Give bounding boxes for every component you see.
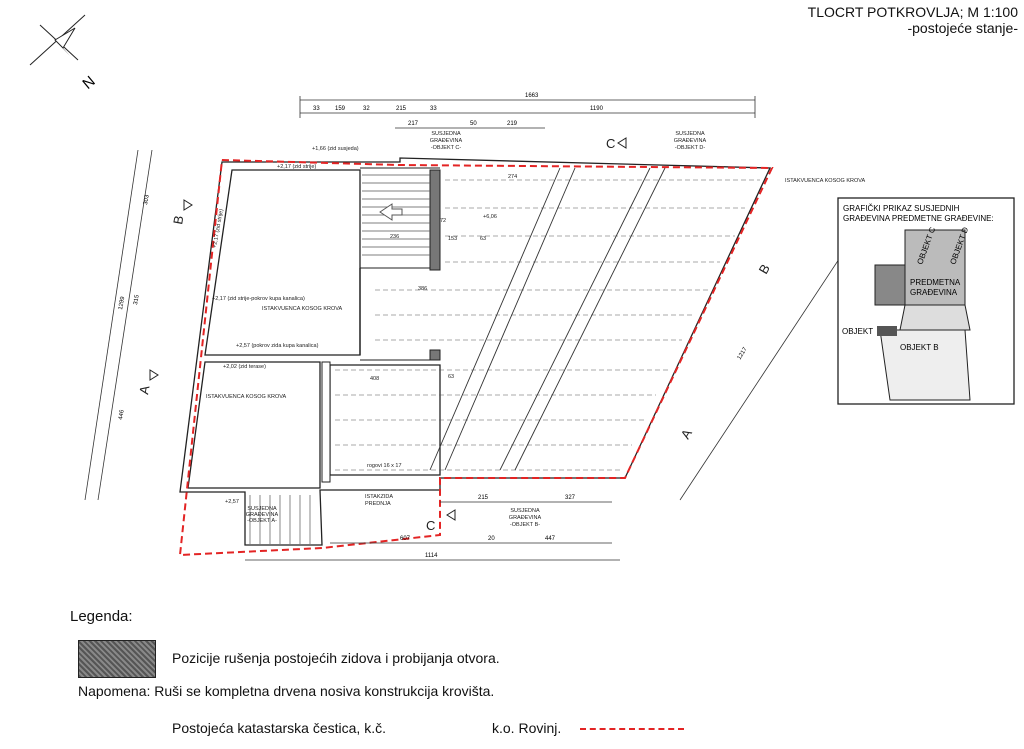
- neighbor-c-l3: -OBJEKT C-: [431, 145, 462, 151]
- level-4: +2,17 (zid strije-pokrov kupa kanalica): [212, 296, 305, 302]
- detail-inset: GRAFIČKI PRIKAZ SUSJEDNIH GRAĐEVINA PRED…: [837, 197, 1015, 405]
- dim-left-total: 1299: [118, 296, 126, 311]
- neighbor-a-l1: SUSJEDNA: [247, 506, 277, 512]
- staircase: [249, 174, 430, 544]
- detail-predmetna-1: PREDMETNA: [910, 278, 961, 287]
- detail-title-1: GRAFIČKI PRIKAZ SUSJEDNIH: [843, 204, 960, 213]
- dim-bottom-upper-1: 215: [478, 495, 489, 501]
- dim-top-right: 1190: [590, 106, 604, 112]
- level-1: +1,66 (zid susjeda): [312, 146, 359, 152]
- dim-bottom-total: 1114: [425, 553, 438, 559]
- section-b-left: B: [170, 214, 186, 225]
- dim-left-seg-3: 446: [118, 409, 126, 421]
- section-c-top: C: [606, 136, 615, 151]
- detail-objekt-b: OBJEKT B: [900, 343, 939, 352]
- level-7: +6,06: [483, 214, 497, 220]
- dim-top-seg-5: 33: [430, 106, 437, 112]
- dim-bottom-seg-2: 20: [488, 536, 495, 542]
- drawing-title: TLOCRT POTKROVLJA; M 1:100 -postojeće st…: [808, 4, 1018, 36]
- interior-walls: [321, 167, 441, 483]
- label-wall-proj-2: PREDNJA: [365, 501, 391, 507]
- label-roof-mid: ISTAKVUENCA KOSOG KROVA: [262, 306, 343, 312]
- label-roof-right: ISTAKVUENCA KOSOG KROVA: [785, 178, 866, 184]
- dim-left-seg-1: 303: [143, 194, 151, 206]
- neighbor-b-l1: SUSJEDNA: [510, 508, 540, 514]
- left-dimension-lines: [84, 149, 153, 501]
- right-dimension-line: [679, 249, 846, 501]
- label-wall-proj-1: ISTAKZIDA: [365, 494, 393, 500]
- section-b-right: B: [756, 261, 773, 276]
- dim-top-total: 1663: [525, 93, 539, 99]
- dim-inner-7: 408: [370, 376, 379, 382]
- neighbor-b-l3: -OBJEKT B-: [510, 522, 540, 528]
- dim-top-sub-2: 50: [470, 121, 477, 127]
- north-arrow-icon: N: [29, 14, 99, 93]
- title-line-1: TLOCRT POTKROVLJA; M 1:100: [807, 4, 1018, 20]
- dim-inner-8: 63: [448, 374, 454, 380]
- dim-top-sub-1: 217: [408, 121, 419, 127]
- bottom-dimension-lines: [245, 501, 620, 561]
- neighbor-d-l3: -OBJEKT D-: [675, 145, 706, 151]
- dim-top-seg-1: 33: [313, 106, 320, 112]
- dim-inner-3: 153: [448, 236, 457, 242]
- roof-rafters: [335, 179, 760, 471]
- level-5: +2,57 (pokrov zida kupa kanalica): [236, 343, 319, 349]
- dim-right-diag: 1217: [737, 346, 750, 361]
- dim-inner-1: 274: [508, 174, 517, 180]
- dim-bottom-upper-2: 327: [565, 495, 576, 501]
- top-dimension-lines: [299, 96, 756, 129]
- legend-ko: k.o. Rovinj.: [492, 720, 562, 736]
- dim-inner-6: 386: [418, 286, 427, 292]
- detail-title-2: GRAĐEVINA PREDMETNE GRAĐEVINE:: [843, 214, 994, 223]
- detail-predmetna-2: GRAĐEVINA: [910, 288, 958, 297]
- section-a-left: A: [136, 384, 152, 395]
- neighbor-d-l2: GRAĐEVINA: [674, 138, 707, 144]
- legend-title: Legenda:: [70, 608, 133, 625]
- level-8: +2,57: [225, 499, 239, 505]
- legend-note: Napomena: Ruši se kompletna drvena nosiv…: [78, 683, 495, 699]
- stair-arrow-icon: [379, 203, 403, 221]
- section-markers: A A B B C C: [136, 136, 773, 533]
- north-label: N: [79, 73, 98, 93]
- legend-cadastral: Postojeća katastarska čestica, k.č.: [172, 720, 386, 736]
- dim-top-sub-3: 219: [507, 121, 518, 127]
- cadastral-boundary: [178, 159, 774, 557]
- floor-plan: N 1663 33 159 32 215 33 1190 217 50 219 …: [29, 14, 1015, 561]
- roof-diagonals: [429, 167, 666, 471]
- neighbor-a-l2: GRAĐEVINA: [246, 512, 279, 518]
- building-walls: [179, 157, 772, 546]
- demolition-hatch-swatch: [78, 640, 156, 678]
- title-line-2: -postojeće stanje-: [907, 20, 1018, 36]
- label-rafter: rogovi 16 x 17: [367, 463, 402, 469]
- section-triangles: [149, 137, 627, 521]
- dim-inner-5: 72: [440, 218, 446, 224]
- dim-top-seg-3: 32: [363, 106, 370, 112]
- legend-item-demolition: Pozicije rušenja postojećih zidova i pro…: [172, 650, 500, 666]
- dim-left-seg-2: 315: [133, 294, 141, 306]
- dim-bottom-seg-3: 447: [545, 536, 556, 542]
- detail-objekt: OBJEKT: [842, 327, 873, 336]
- dim-top-seg-2: 159: [335, 106, 346, 112]
- dim-inner-4: 63: [480, 236, 486, 242]
- label-roof-left: ISTAKVUENCA KOSOG KROVA: [206, 394, 287, 400]
- level-6: +2,02 (zid terase): [223, 364, 266, 370]
- dim-top-seg-4: 215: [396, 106, 407, 112]
- neighbor-c-l2: GRAĐEVINA: [430, 138, 463, 144]
- level-2: +2,17 (zid strije): [277, 164, 316, 170]
- neighbor-c-l1: SUSJEDNA: [431, 131, 461, 137]
- dim-inner-2: 236: [390, 234, 399, 240]
- neighbor-a-l3: -OBJEKT A-: [247, 518, 277, 524]
- section-a-right: A: [678, 426, 695, 441]
- neighbor-b-l2: GRAĐEVINA: [509, 515, 542, 521]
- neighbor-d-l1: SUSJEDNA: [675, 131, 705, 137]
- dim-bottom-seg-1: 607: [400, 536, 411, 542]
- section-c-bottom: C: [426, 518, 435, 533]
- cadastral-line-sample: [580, 728, 684, 730]
